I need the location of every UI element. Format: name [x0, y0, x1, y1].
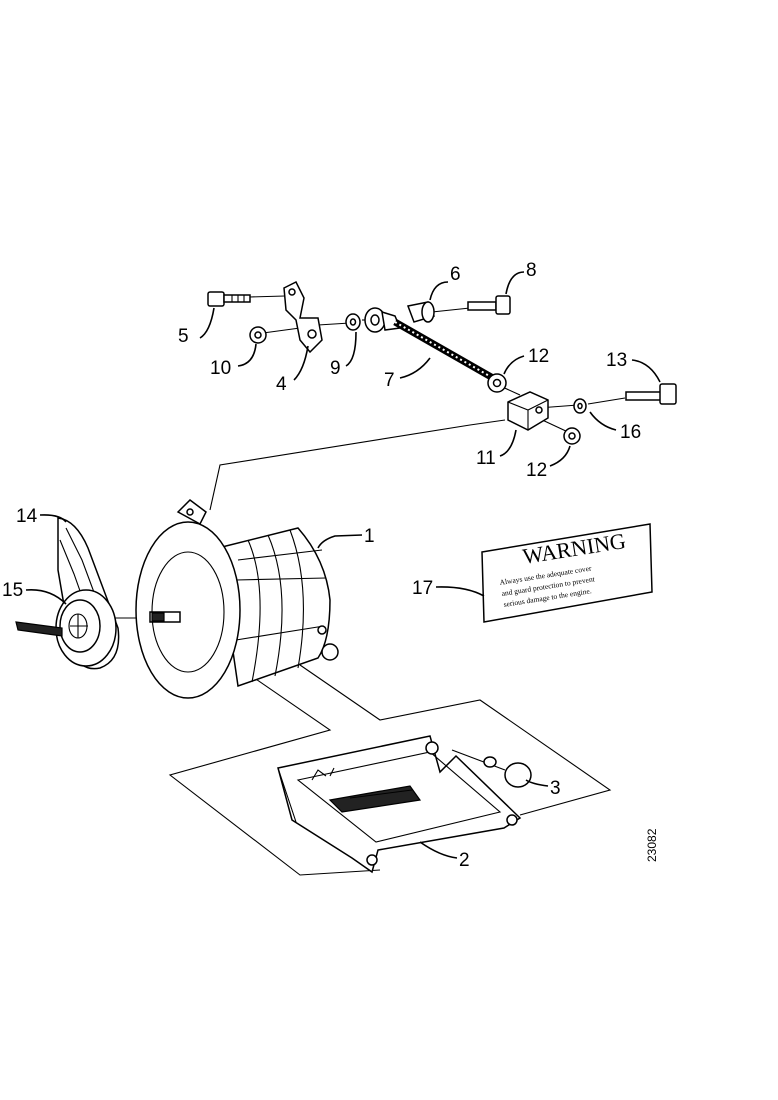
callout-2: 2: [459, 850, 470, 871]
washer-part-9: [345, 313, 361, 331]
threaded-rod-part-7: [364, 307, 502, 386]
callout-12-upper: 12: [528, 346, 549, 367]
callout-6: 6: [450, 264, 461, 285]
warning-label-part-17: WARNING Always use the adequate cover an…: [481, 523, 653, 623]
callout-labels: 1 2 3 4 5 6 7 8 9 10 11 12 12 13 14 15 1…: [2, 260, 641, 871]
callout-17: 17: [412, 578, 433, 599]
washer-part-16: [573, 398, 587, 414]
bolt-part-8: [467, 295, 511, 315]
bushing-part-6: [406, 301, 436, 323]
callout-3: 3: [550, 778, 561, 799]
callout-10: 10: [210, 358, 231, 379]
callout-1: 1: [364, 526, 375, 547]
callout-11: 11: [476, 448, 496, 469]
nut-part-12-lower: [563, 427, 581, 445]
callout-7: 7: [384, 370, 395, 391]
knob-part-3: [451, 749, 532, 788]
drawing-reference-number: 23082: [645, 828, 659, 862]
bolt-part-13: [625, 383, 677, 405]
callout-4: 4: [276, 374, 287, 395]
pulley-part-15: [15, 589, 117, 667]
nut-part-10: [249, 326, 267, 344]
block-part-11: [507, 391, 549, 431]
callout-8: 8: [526, 260, 537, 281]
callout-16: 16: [620, 422, 641, 443]
drive-housing-part-1: [135, 499, 339, 699]
bolt-part-5: [207, 291, 251, 307]
callout-13: 13: [606, 350, 627, 371]
mounting-frame-part-2: [277, 735, 522, 874]
callout-14: 14: [16, 506, 38, 527]
callout-12-lower: 12: [526, 460, 547, 481]
callout-15: 15: [2, 580, 23, 601]
callout-9: 9: [330, 358, 341, 379]
bracket-part-4: [283, 280, 323, 354]
callout-5: 5: [178, 326, 189, 347]
nut-part-12-upper: [487, 373, 507, 393]
callout-leaders: [25, 271, 661, 859]
